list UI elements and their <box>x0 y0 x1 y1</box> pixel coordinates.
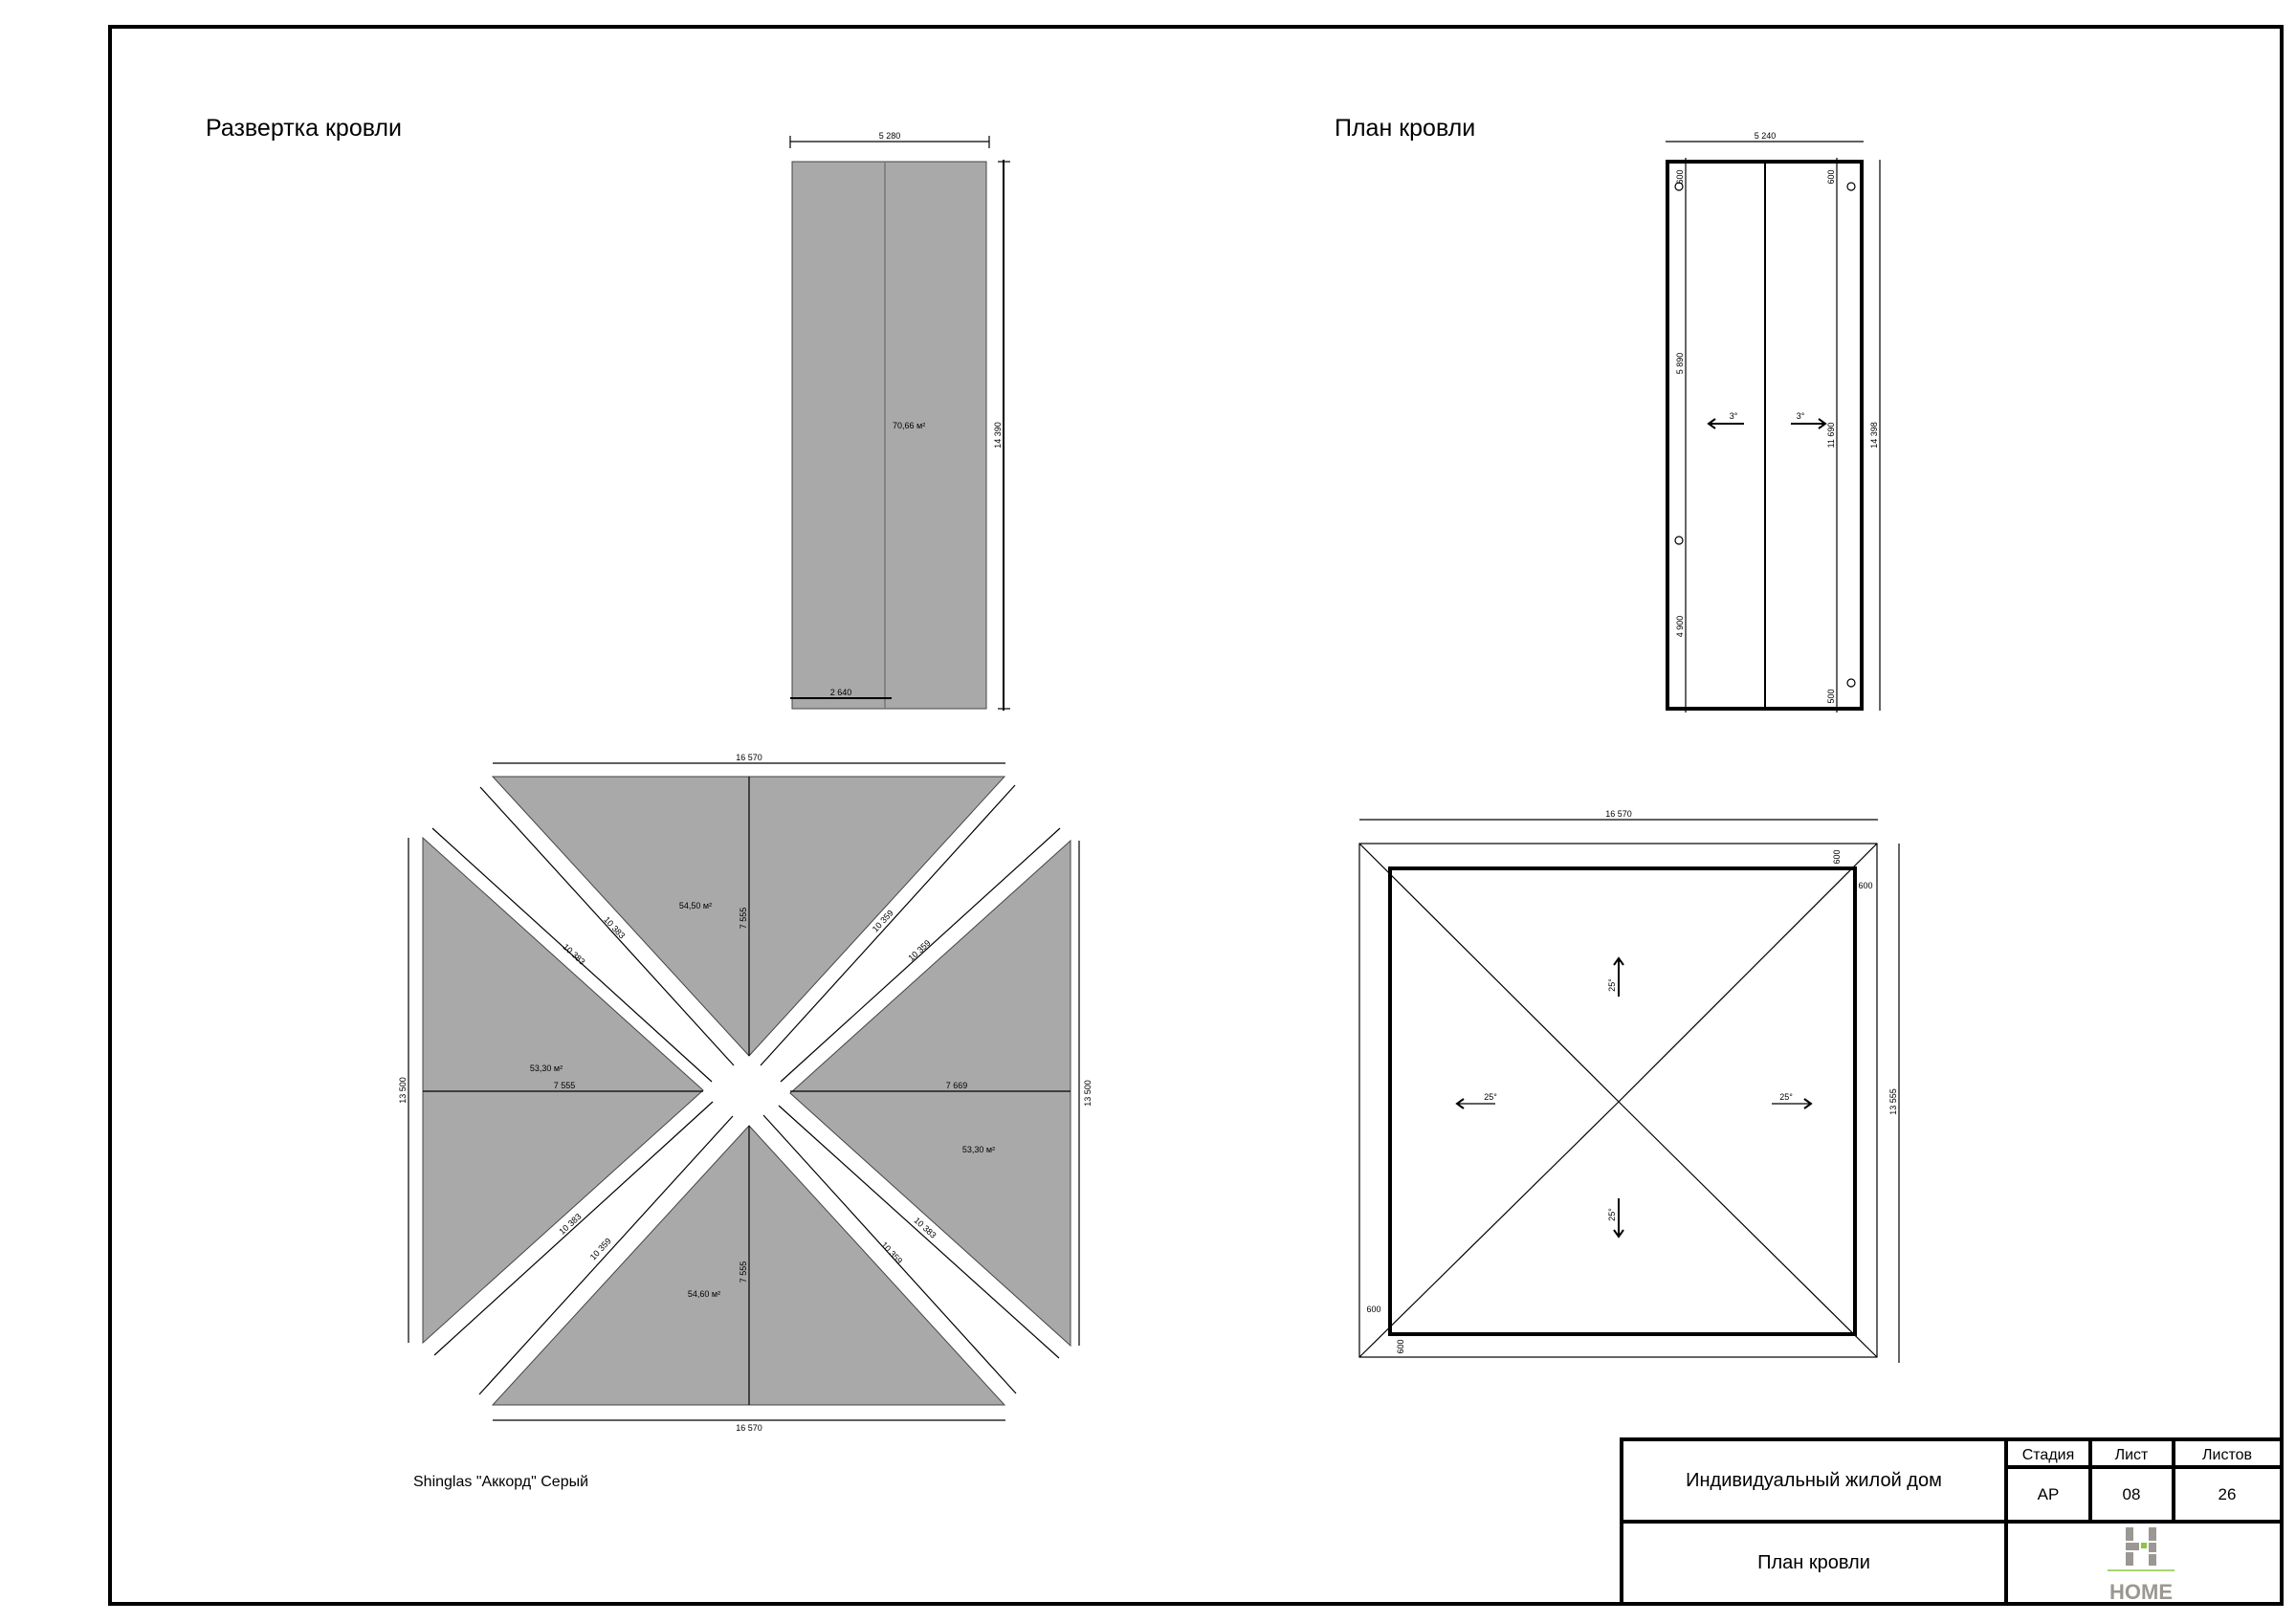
drain-icon <box>1846 678 1856 688</box>
sheets-value: 26 <box>2219 1485 2237 1503</box>
slope-label: 3° <box>1797 411 1805 421</box>
slope-label: 25° <box>1779 1092 1793 1102</box>
area-label: 70,66 м² <box>893 421 925 430</box>
project-name: Индивидуальный жилой дом <box>1686 1470 1942 1491</box>
logo-text: HOME <box>2109 1580 2173 1604</box>
dimension-text: 5 890 <box>1675 353 1685 375</box>
arrow-left-icon <box>1707 418 1716 429</box>
drain-icon <box>1846 182 1856 191</box>
slope-label: 25° <box>1484 1092 1497 1102</box>
bottom-dimension: 16 570 <box>736 1423 762 1433</box>
arrow-down-icon <box>1613 1229 1624 1239</box>
top-dimension: 16 570 <box>736 753 762 762</box>
wall-outline <box>1388 866 1857 1336</box>
overhang-dimension: 600 <box>1858 881 1872 890</box>
area-label: 54,50 м² <box>679 901 712 910</box>
title-block: Индивидуальный жилой дом План кровли Ста… <box>1620 1437 2284 1606</box>
height-dimension: 14 390 <box>993 422 1003 449</box>
sheet-value: 08 <box>2123 1485 2141 1503</box>
sheet-name: План кровли <box>1757 1552 1870 1573</box>
flat-roof-unfold: 5 280 14 390 2 640 70,66 м² <box>789 131 1010 711</box>
height-dimension: 14 398 <box>1869 422 1879 449</box>
arrow-left-icon <box>1455 1098 1465 1109</box>
home-logo: HOME <box>2108 1527 2175 1604</box>
hip-length: 10 359 <box>588 1236 613 1261</box>
arrow-right-icon <box>1818 418 1827 429</box>
overhang-dimension: 600 <box>1396 1339 1405 1353</box>
roof-slope-right <box>789 839 1071 1348</box>
roof-panel <box>791 161 987 710</box>
dimension-text: 500 <box>1826 689 1836 703</box>
left-dimension: 13 500 <box>398 1077 408 1104</box>
dimension-text: 4 900 <box>1675 616 1685 638</box>
stage-value: АР <box>2038 1485 2060 1503</box>
hip-roof-plan: 16 570 13 555 600 600 600 600 25° 25° 25… <box>1358 809 1900 1363</box>
hip-length: 10 359 <box>879 1239 904 1265</box>
roof-slope-left <box>422 836 704 1345</box>
sheet-label: Лист <box>2115 1447 2149 1463</box>
hip-length: 10 359 <box>906 938 932 963</box>
slope-height: 7 555 <box>739 908 748 930</box>
overhang-dimension: 600 <box>1832 849 1842 864</box>
width-dimension: 5 280 <box>879 131 901 141</box>
width-dimension: 16 570 <box>1605 809 1632 819</box>
hip-length: 10 383 <box>561 942 586 967</box>
sheets-label: Листов <box>2202 1447 2252 1463</box>
eaves-outline <box>1358 843 1878 1358</box>
area-label: 54,60 м² <box>688 1289 720 1299</box>
half-dimension: 2 640 <box>830 688 852 697</box>
width-dimension: 5 240 <box>1755 131 1777 141</box>
flat-roof-plan: 3° 3° 5 240 14 398 600 5 890 4 900 600 1… <box>1666 131 1881 713</box>
dimension-text: 600 <box>1675 169 1685 184</box>
material-note: Shinglas "Аккорд" Серый <box>413 1474 588 1490</box>
arrow-up-icon <box>1613 956 1624 966</box>
hip-roof-unfold: 16 570 16 570 13 500 13 500 54,50 м² 53,… <box>398 753 1093 1433</box>
right-section-title: План кровли <box>1335 115 1475 142</box>
area-label: 53,30 м² <box>530 1064 563 1073</box>
drain-icon <box>1674 536 1684 545</box>
overhang-dimension: 600 <box>1366 1305 1380 1314</box>
slope-height: 7 669 <box>946 1081 968 1090</box>
slope-label: 25° <box>1607 1208 1617 1221</box>
drain-icon <box>1674 182 1684 191</box>
area-label: 53,30 м² <box>962 1145 995 1154</box>
dimension-text: 600 <box>1826 169 1836 184</box>
stage-label: Стадия <box>2022 1447 2075 1463</box>
right-dimension: 13 500 <box>1083 1080 1093 1107</box>
dimension-text: 11 690 <box>1826 423 1836 449</box>
height-dimension: 13 555 <box>1888 1088 1898 1115</box>
arrow-right-icon <box>1803 1098 1813 1109</box>
slope-height: 7 555 <box>739 1261 748 1283</box>
slope-label: 25° <box>1607 978 1617 992</box>
left-section-title: Развертка кровли <box>206 115 402 142</box>
slope-label: 3° <box>1730 411 1738 421</box>
sheet-frame <box>108 25 2284 1606</box>
slope-height: 7 555 <box>554 1081 576 1090</box>
